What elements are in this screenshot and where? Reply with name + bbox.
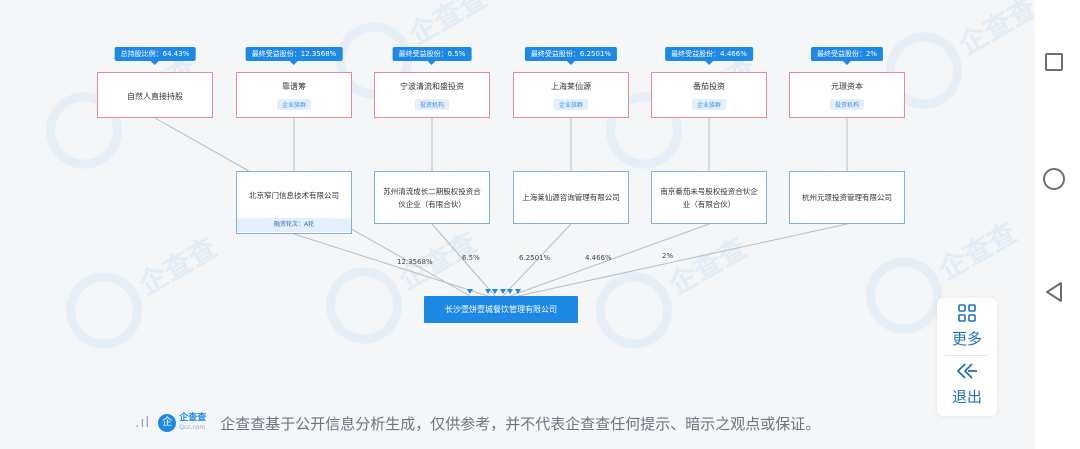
holding-ratio-badge: 总持股比例：64.43% — [114, 47, 196, 65]
entity-name: 北京窄门信息技术有限公司 — [249, 190, 339, 200]
entity-name: 杭州元璟投资管理有限公司 — [802, 193, 892, 202]
shareholder-name: 上海莱仙源 — [551, 82, 591, 91]
shareholder-box-shanghai-laixianyuan[interactable]: 上海莱仙源 企业族群 — [513, 72, 629, 118]
edge-percent-label: 6.5% — [462, 254, 480, 262]
entity-box-suzhou-qingliu[interactable]: 苏州清流成长二期股权投资合伙企业（有限合伙） — [374, 171, 490, 224]
group-tag[interactable]: 企业族群 — [691, 99, 726, 110]
edge-percent-label: 4.466% — [585, 254, 612, 262]
more-label: 更多 — [951, 330, 982, 348]
shareholder-box-kaopuchou[interactable]: 靠谱筹 企业族群 — [236, 72, 352, 118]
side-button-panel: 更多 退出 — [937, 298, 997, 416]
entity-name: 南京番茄未号股权投资合伙企业（有限合伙） — [660, 186, 758, 209]
shareholder-name: 宁波清流和盛投资 — [400, 82, 464, 91]
exit-label: 退出 — [951, 388, 982, 406]
edge-percent-label: 6.2501% — [519, 254, 551, 262]
beneficial-share-badge: 最终受益股份：4.466% — [665, 47, 753, 65]
group-tag[interactable]: 企业族群 — [276, 99, 311, 110]
shareholder-box-natural-person[interactable]: 自然人直接持股 — [97, 72, 213, 118]
entity-box-hangzhou-yuanjing[interactable]: 杭州元璟投资管理有限公司 — [789, 171, 905, 224]
shareholder-name: 靠谱筹 — [282, 82, 306, 91]
back-icon[interactable] — [1044, 281, 1064, 307]
entity-box-shanghai-laixianyuan-consulting[interactable]: 上海莱仙源咨询管理有限公司 — [513, 171, 629, 224]
double-chevron-left-icon — [937, 362, 997, 385]
entity-box-nanjing-fanqie[interactable]: 南京番茄未号股权投资合伙企业（有限合伙） — [651, 171, 767, 224]
shareholder-name: 番茄投资 — [693, 82, 725, 91]
shareholder-box-ningbo-qingliu[interactable]: 宁波清流和盛投资 投资机构 — [374, 72, 490, 118]
entity-box-beijing-zhaimen[interactable]: 北京窄门信息技术有限公司 融资轮次：A轮 — [236, 171, 352, 234]
equity-diagram-canvas[interactable]: 企查查 企查查 企查查 企查查 企查查 企查查 企查查 企查查 — [0, 0, 1035, 449]
recent-apps-icon[interactable] — [1045, 53, 1063, 71]
system-navigation-bar — [1035, 0, 1080, 449]
edge-percent-label: 2% — [662, 252, 674, 260]
group-tag[interactable]: 企业族群 — [553, 99, 588, 110]
beneficial-share-badge: 最终受益股份：6.2501% — [524, 47, 618, 65]
exit-button[interactable]: 退出 — [937, 362, 997, 407]
more-button[interactable]: 更多 — [937, 304, 997, 349]
shareholder-name: 元璟资本 — [831, 82, 863, 91]
edge-percent-label: 12.3568% — [397, 258, 433, 266]
shareholder-box-fanqie[interactable]: 番茄投资 企业族群 — [651, 72, 767, 118]
investor-tag[interactable]: 投资机构 — [414, 99, 449, 110]
investor-tag[interactable]: 投资机构 — [829, 99, 864, 110]
beneficial-share-badge: 最终受益股份：6.5% — [392, 47, 472, 65]
shareholder-box-yuanjing[interactable]: 元璟资本 投资机构 — [789, 72, 905, 118]
connector-lines — [154, 117, 848, 297]
beneficial-share-badge: 最终受益股份：12.3568% — [245, 47, 343, 65]
home-icon[interactable] — [1043, 168, 1065, 190]
entity-name: 上海莱仙源咨询管理有限公司 — [522, 193, 620, 202]
disclaimer-text: 企查查基于公开信息分析生成，仅供参考，并不代表企查查任何提示、暗示之观点或保证。 — [220, 414, 821, 433]
grid-icon — [937, 304, 997, 327]
target-company-box[interactable]: 长沙壹饼壹城餐饮管理有限公司 — [424, 296, 578, 323]
divider — [945, 355, 989, 356]
shareholder-name: 自然人直接持股 — [127, 92, 183, 101]
funding-round-label: 融资轮次：A轮 — [237, 218, 351, 232]
signal-bars-icon: .ıl — [135, 415, 151, 431]
beneficial-share-badge: 最终受益股份：2% — [810, 47, 884, 65]
entity-name: 苏州清流成长二期股权投资合伙企业（有限合伙） — [383, 186, 481, 209]
